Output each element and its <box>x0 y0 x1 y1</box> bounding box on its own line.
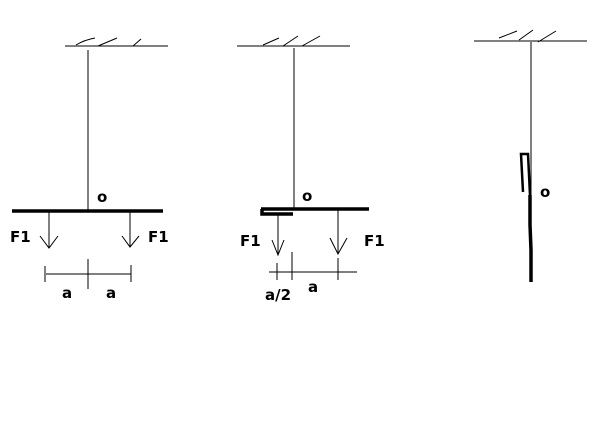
pivot-label: o <box>302 187 312 205</box>
figure-2-folded-bar: o F1 F1 a/2 a <box>237 35 385 304</box>
force-arrow-right <box>329 210 348 256</box>
pivot-label: o <box>97 188 107 206</box>
pivot-label: o <box>540 183 550 201</box>
folded-bar-end <box>260 209 293 216</box>
figure-1-symmetric-bar: o F1 F1 a a <box>10 37 169 302</box>
dimension-line <box>269 252 357 280</box>
dimension-label-left: a <box>62 284 72 302</box>
force-arrow-left <box>271 215 285 257</box>
dimension-line <box>44 259 132 289</box>
force-label-right: F1 <box>148 228 169 246</box>
force-label-left: F1 <box>10 228 31 246</box>
force-arrow-left <box>39 212 59 249</box>
dimension-label-left: a/2 <box>265 286 291 304</box>
dimension-label-right: a <box>308 278 318 296</box>
folded-bar-end <box>519 152 532 196</box>
dimension-label-right: a <box>106 284 116 302</box>
ceiling-support <box>237 35 350 47</box>
ceiling-support <box>65 37 168 47</box>
force-label-left: F1 <box>240 232 261 250</box>
figure-3-vertical-bar: o <box>474 29 587 282</box>
ceiling-support <box>474 29 587 43</box>
force-label-right: F1 <box>364 232 385 250</box>
force-arrow-right <box>121 212 140 248</box>
bar <box>528 195 533 282</box>
